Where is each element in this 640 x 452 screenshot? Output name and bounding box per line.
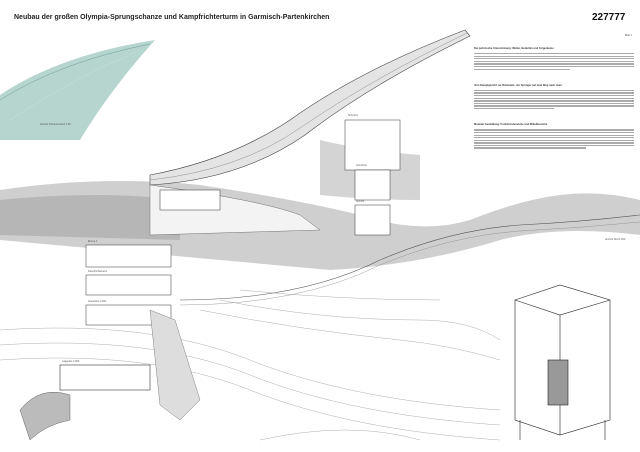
tribune [19, 391, 71, 441]
page-label: Blatt 1 [624, 34, 632, 37]
paragraph [474, 129, 634, 149]
access-road [149, 309, 201, 421]
site-plan-contours [0, 289, 501, 441]
tower-axonometric [514, 284, 611, 440]
section-a-label: Schnitt A [348, 114, 358, 117]
section-b-label: Grundriss [356, 164, 367, 167]
section-c-label: Ansicht [356, 200, 365, 203]
paragraph [474, 89, 634, 110]
paragraph [474, 53, 634, 70]
text-column: Die technische Unterstützung: Wetter, Be… [474, 40, 634, 150]
ski-jump-ramp [149, 29, 471, 186]
roof-render [0, 40, 155, 140]
plan-3-label: Grundriss 1:200 [88, 300, 106, 303]
section-heading: Modular Ausbildung: Funktionsbereiche un… [474, 123, 548, 127]
plan-1-label: Ebene 1 [88, 240, 98, 243]
site-label: Lageplan 1:500 [62, 360, 80, 363]
section-heading: Vom Kampfgericht zur Rückseite: der Spri… [474, 83, 562, 87]
entry-number: 227777 [592, 12, 626, 23]
render-label: Ansicht Schanzentisch 1:50 [40, 123, 71, 126]
plan-2-label: Kampfrichterturm [88, 270, 108, 273]
poster-title: Neubau der großen Olympia-Sprungschanze … [14, 14, 330, 21]
section-heading: Die technische Unterstützung: Wetter, Be… [474, 47, 554, 50]
elevation-label: Ansicht Süd 1:200 [605, 238, 626, 241]
